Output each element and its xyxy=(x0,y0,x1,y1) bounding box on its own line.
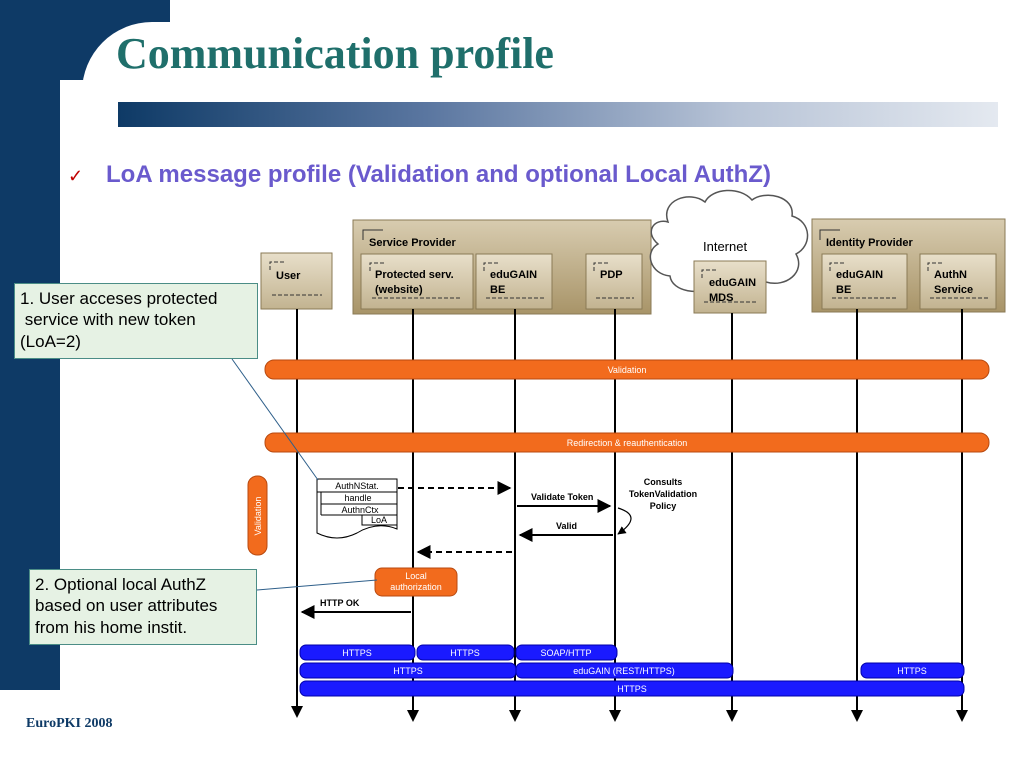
transport-row2-label-1: HTTPS xyxy=(393,666,423,676)
actor-edugain-mds-label-2: MDS xyxy=(709,292,733,304)
actor-edugain-be-idp-box xyxy=(821,253,908,310)
actor-protected-service-label-1: Protected serv. xyxy=(375,269,454,281)
validation-side-label: Validation xyxy=(253,497,263,536)
transport-row2-label-3: HTTPS xyxy=(897,666,927,676)
validation-phase-label: Validation xyxy=(608,365,647,375)
checkmark-icon: ✓ xyxy=(68,166,84,186)
document-line-4: LoA xyxy=(371,515,387,525)
actor-edugain-be-sp-label-1: eduGAIN xyxy=(490,269,537,281)
consult-policy-loop-arrow xyxy=(617,507,632,535)
redirection-phase-bar xyxy=(264,432,990,453)
http-ok-label: HTTP OK xyxy=(320,598,360,608)
consults-label-3: Policy xyxy=(650,501,677,511)
document-line-3: AuthnCtx xyxy=(341,505,379,515)
transport-row1-label-1: HTTPS xyxy=(342,648,372,658)
actor-edugain-be-idp-label-2: BE xyxy=(836,284,851,296)
group-corner-marks xyxy=(362,229,840,240)
callout1-line-3: (LoA=2) xyxy=(20,331,81,351)
callout2-line-1: 2. Optional local AuthZ xyxy=(35,575,207,594)
callout1-line-1: 1. User acceses protected xyxy=(20,289,218,308)
transport-bands xyxy=(299,644,965,697)
actor-protected-service-label-2: (website) xyxy=(375,284,423,296)
callout-user-access: 1. User acceses protected service with n… xyxy=(14,283,258,359)
bullet-point: LoA message profile (Validation and opti… xyxy=(106,161,771,188)
actor-user-label: User xyxy=(276,270,301,282)
actor-authn-service-box xyxy=(919,253,997,310)
local-authorization-box xyxy=(374,567,458,597)
slide-title: Communication profile xyxy=(116,29,554,78)
actor-edugain-be-sp-label-2: BE xyxy=(490,284,505,296)
lifeline-arrowheads xyxy=(291,706,968,722)
local-authorization-label-1: Local xyxy=(405,571,427,581)
title-underline-bar xyxy=(118,102,998,127)
consults-label-1: Consults xyxy=(644,477,683,487)
transport-row2-label-2: eduGAIN (REST/HTTPS) xyxy=(573,666,675,676)
corner-curve xyxy=(82,22,222,162)
actor-edugain-be-idp-label-1: eduGAIN xyxy=(836,269,883,281)
actor-edugain-mds-label-1: eduGAIN xyxy=(709,277,756,289)
callout1-line-2: service with new token xyxy=(20,310,196,330)
actor-edugain-be-sp-box xyxy=(475,253,553,310)
service-provider-label: Service Provider xyxy=(369,237,457,249)
valid-label: Valid xyxy=(556,521,577,531)
document-line-1: AuthNStat. xyxy=(335,481,379,491)
transport-row1-label-2: HTTPS xyxy=(450,648,480,658)
redirection-phase-label: Redirection & reauthentication xyxy=(567,438,688,448)
local-authorization-label-2: authorization xyxy=(390,582,442,592)
actor-user-box xyxy=(260,252,333,310)
internet-cloud-icon xyxy=(649,189,809,295)
validation-phase-bar xyxy=(264,359,990,380)
actor-authn-service-label-1: AuthN xyxy=(934,269,967,281)
actor-authn-service-label-2: Service xyxy=(934,284,973,296)
internet-label: Internet xyxy=(703,239,747,254)
validation-side-bar xyxy=(247,475,268,556)
identity-provider-label: Identity Provider xyxy=(826,237,914,249)
callout2-pointer xyxy=(256,579,378,591)
footer-text: EuroPKI 2008 xyxy=(26,716,113,731)
callout2-line-2: based on user attributes xyxy=(35,596,218,616)
transport-row1-label-3: SOAP/HTTP xyxy=(540,648,591,658)
callout1-pointer xyxy=(231,358,319,481)
consults-label-2: TokenValidation xyxy=(629,489,697,499)
transport-row3-label: HTTPS xyxy=(617,684,647,694)
callout2-line-3: from his home instit. xyxy=(35,617,188,637)
validate-token-label: Validate Token xyxy=(531,492,593,502)
actor-pdp-label: PDP xyxy=(600,269,623,281)
document-line-2: handle xyxy=(344,493,371,503)
actor-pdp-box xyxy=(585,253,643,310)
callout-local-authz: 2. Optional local AuthZ based on user at… xyxy=(29,569,257,645)
actor-protected-service-box xyxy=(360,253,474,310)
